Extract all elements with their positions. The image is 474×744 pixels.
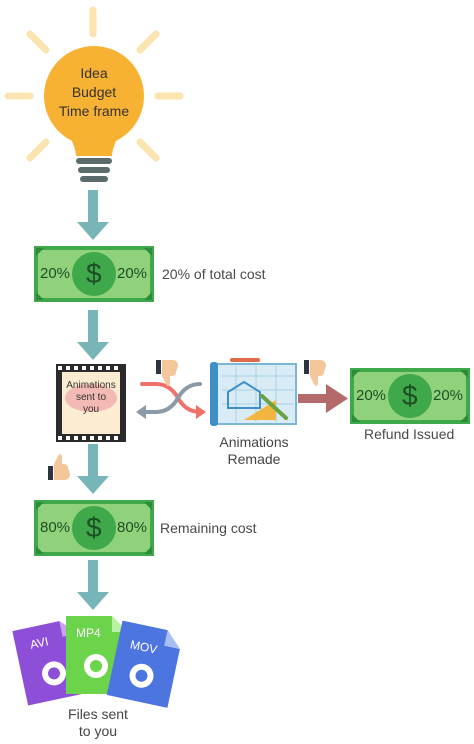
down-arrow — [77, 560, 109, 610]
bulb-line-idea: Idea — [80, 65, 108, 81]
final-bill-right-percent: 80% — [117, 519, 148, 536]
bill-dollar-sign: $ — [86, 258, 102, 289]
money-bill-icon — [34, 246, 154, 302]
files-caption: Files sent to you — [50, 706, 146, 740]
refund-left-percent: 20% — [356, 387, 387, 404]
mp4-label: MP4 — [76, 626, 101, 640]
blueprint-icon — [210, 358, 297, 426]
bulb-line-timeframe: Time frame — [58, 103, 130, 119]
remade-line-2: Remade — [227, 451, 281, 467]
shuffle-icon — [136, 382, 206, 419]
bulb-line-budget: Budget — [71, 84, 117, 100]
refund-caption: Refund Issued — [364, 426, 455, 442]
lightbulb-icon — [4, 6, 184, 182]
final-bill-dollar-sign: $ — [86, 512, 102, 543]
files-line-1: Files sent — [68, 706, 128, 722]
down-arrow — [77, 310, 109, 360]
money-bill-icon — [350, 368, 470, 424]
film-line-1: Animations — [66, 380, 116, 391]
film-line-3: you — [82, 404, 100, 415]
bill-left-percent: 20% — [40, 265, 71, 282]
bill-right-percent: 20% — [117, 265, 148, 282]
remade-line-1: Animations — [219, 434, 289, 450]
first-payment-caption: 20% of total cost — [162, 266, 266, 282]
refund-right-percent: 20% — [433, 387, 464, 404]
right-arrow — [298, 384, 348, 413]
final-bill-left-percent: 80% — [40, 519, 71, 536]
mov-file-icon — [106, 620, 180, 708]
film-strip-icon — [56, 364, 126, 442]
film-line-2: sent to — [75, 392, 107, 403]
files-line-2: to you — [78, 723, 118, 739]
down-arrow — [77, 444, 109, 494]
money-bill-icon — [34, 500, 154, 556]
refund-dollar-sign: $ — [402, 380, 418, 411]
thumbs-down-icon — [156, 360, 178, 386]
film-label: Animations sent to you — [62, 380, 120, 416]
thumbs-up-icon — [48, 454, 70, 480]
remade-label: Animations Remade — [200, 434, 308, 468]
bulb-label: Idea Budget Time frame — [48, 64, 140, 121]
final-payment-caption: Remaining cost — [160, 520, 257, 536]
down-arrow — [77, 190, 109, 240]
thumbs-down-icon — [304, 360, 326, 386]
